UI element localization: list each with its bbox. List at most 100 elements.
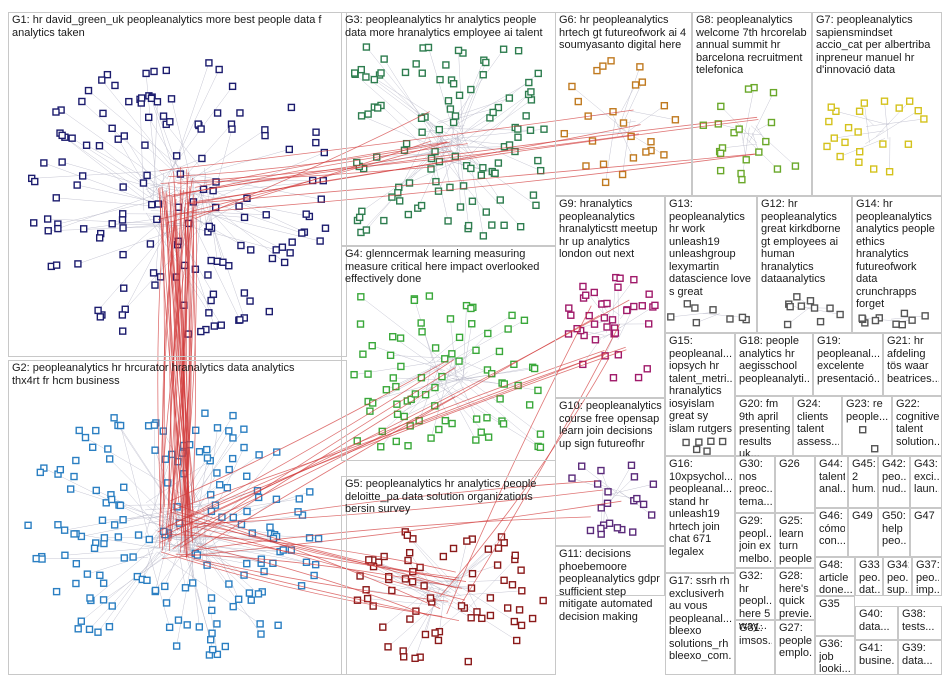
group-label: G35 [819,598,840,610]
group-g5: G5: peopleanalytics hr analytics people … [341,476,556,675]
group-label: G37: peo... imp... [916,559,939,596]
group-label: G45: 2 hum... [852,458,875,495]
group-label: G47 [914,510,935,522]
group-label: G38: tests... [902,608,935,633]
group-g16: G16: 10xpsychol... peopleanal... stand h… [665,456,735,573]
group-label: G24: clients talent assess... [797,398,839,448]
group-label: G11: decisions phoebemoore peopleanalyti… [559,548,660,623]
group-label: G4: glenncermak learning measuring measu… [345,248,540,285]
group-g42: G42: peo... nud... [878,456,910,508]
group-label: G3: peopleanalytics hr analytics people … [345,14,543,39]
group-label: G48: article done... [819,559,852,596]
group-label: G16: 10xpsychol... peopleanal... stand h… [669,458,732,558]
group-label: G49 [852,510,873,522]
group-g20: G20: fm 9th april presenting results uk.… [735,396,793,460]
group-g13: G13: peopleanalytics hr work unleash19 u… [665,196,757,333]
group-label: G39: data... [902,642,933,667]
group-label: G41: busine... [859,642,895,667]
group-label: G5: peopleanalytics hr analytics people … [345,478,537,515]
group-label: G46: cómo con... [819,510,845,547]
group-label: G8: peopleanalytics welcome 7th hrcorela… [696,14,807,76]
group-label: G32: hr peopl... here 5 way... [739,570,772,632]
group-g11: G11: decisions phoebemoore peopleanalyti… [555,546,665,623]
group-g15: G15: peopleanal... iopsych hr talent_met… [665,333,735,456]
group-label: G20: fm 9th april presenting results uk.… [739,398,790,460]
group-g37: G37: peo... imp... [912,557,942,596]
group-g49: G49 [848,508,878,557]
group-label: G30: nos preoc... tema... [739,458,772,508]
group-g39: G39: data... [898,640,942,675]
group-g41: G41: busine... [855,640,898,675]
group-label: G12: hr peopleanalytics great kirkdborne… [761,198,841,285]
group-label: G22: cognitive talent solution... [896,398,939,448]
group-g7: G7: peopleanalytics sapiensmindset accio… [812,12,942,196]
group-g47: G47 [910,508,942,557]
group-g34: G34: peo... sup... [883,557,912,596]
group-g36: G36: job looki... [815,636,855,675]
group-label: G17: ssrh rh exclusiverh au vous peoplea… [669,575,732,662]
group-label: G9: hranalytics peopleanalytics hranalyt… [559,198,658,260]
group-label: G25: learn turn people... [779,515,812,565]
group-g31: G31: imsos... [735,620,775,675]
group-label: G10: peopleanalytics course free opensap… [559,400,662,450]
group-g10: G10: peopleanalytics course free opensap… [555,398,665,546]
group-g23: G23: re people... [842,396,892,456]
group-g50: G50: help peo... [878,508,910,557]
group-g35: G35 [815,596,855,636]
group-label: G19: peopleanal... excelente presentació… [817,335,880,385]
group-g14: G14: hr peopleanalytics analytics people… [852,196,942,333]
group-label: G42: peo... nud... [882,458,907,495]
group-label: G14: hr peopleanalytics analytics people… [856,198,935,310]
group-label: G40: data... [859,608,890,633]
group-g30: G30: nos preoc... tema... [735,456,775,513]
group-g18: G18: people analytics hr aegisschool peo… [735,333,813,396]
group-g44: G44: talent anal... [815,456,848,508]
group-label: G6: hr peopleanalytics hrtech gt futureo… [559,14,687,51]
group-g6: G6: hr peopleanalytics hrtech gt futureo… [555,12,692,196]
group-label: G27: people... emplo... [779,622,812,659]
group-label: G13: peopleanalytics hr work unleash19 u… [669,198,751,298]
group-g43: G43: exci... laun... [910,456,942,508]
group-label: G1: hr david_green_uk peopleanalytics mo… [12,14,322,39]
group-g12: G12: hr peopleanalytics great kirkdborne… [757,196,852,333]
group-g21: G21: hr afdeling tös waar beatrices... [883,333,942,396]
group-label: G26 [779,458,800,470]
group-g24: G24: clients talent assess... [793,396,842,456]
group-g4: G4: glenncermak learning measuring measu… [341,246,556,461]
group-g8: G8: peopleanalytics welcome 7th hrcorela… [692,12,812,196]
group-label: G34: peo... sup... [887,559,909,596]
group-g33: G33: peo... dat... [855,557,883,596]
group-g38: G38: tests... [898,606,942,640]
group-label: G33: peo... dat... [859,559,880,596]
group-g48: G48: article done... [815,557,855,596]
group-label: G2: peopleanalytics hr hrcurator hranaly… [12,362,295,387]
group-g26: G26 [775,456,815,513]
group-g45: G45: 2 hum... [848,456,878,508]
group-g40: G40: data... [855,606,898,640]
group-g1: G1: hr david_green_uk peopleanalytics mo… [8,12,347,357]
group-g22: G22: cognitive talent solution... [892,396,942,456]
group-label: G44: talent anal... [819,458,845,495]
group-g19: G19: peopleanal... excelente presentació… [813,333,883,396]
group-label: G28: here's quick previe... [779,570,812,620]
group-label: G31: imsos... [739,622,772,647]
group-label: G15: peopleanal... iopsych hr talent_met… [669,335,732,435]
group-g32: G32: hr peopl... here 5 way... [735,568,775,632]
group-g25: G25: learn turn people... [775,513,815,568]
group-g27: G27: people... emplo... [775,620,815,675]
group-g2: G2: peopleanalytics hr hrcurator hranaly… [8,360,347,675]
group-label: G50: help peo... [882,510,907,547]
group-g46: G46: cómo con... [815,508,848,557]
group-label: G36: job looki... [819,638,851,675]
group-label: G18: people analytics hr aegisschool peo… [739,335,810,385]
group-g17: G17: ssrh rh exclusiverh au vous peoplea… [665,573,735,675]
group-label: G43: exci... laun... [914,458,939,495]
group-label: G7: peopleanalytics sapiensmindset accio… [816,14,931,76]
group-label: G29: peopl... join ex melbo... [739,515,772,565]
group-g29: G29: peopl... join ex melbo... [735,513,775,568]
group-g28: G28: here's quick previe... [775,568,815,620]
group-label: G21: hr afdeling tös waar beatrices... [887,335,939,385]
group-g9: G9: hranalytics peopleanalytics hranalyt… [555,196,665,398]
group-g3: G3: peopleanalytics hr analytics people … [341,12,556,246]
